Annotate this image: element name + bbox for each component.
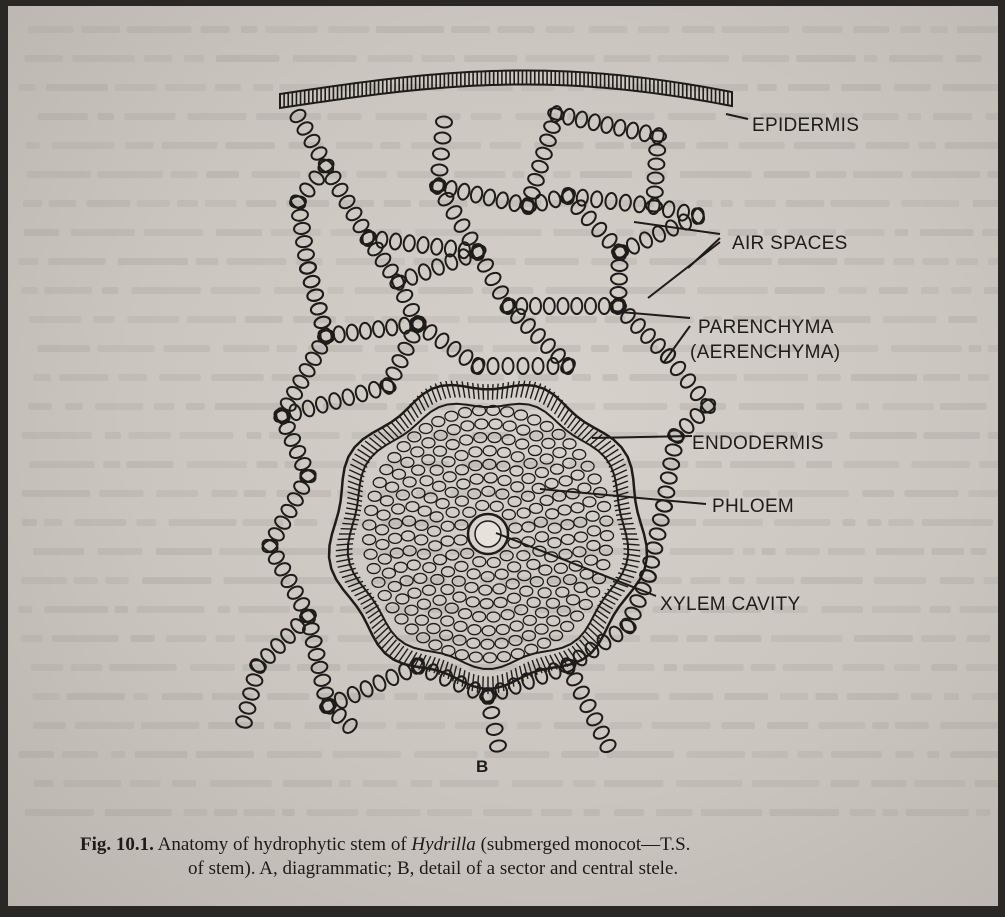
label-endodermis: ENDODERMIS [692, 433, 824, 454]
label-air-spaces: AIR SPACES [732, 233, 848, 254]
central-stele [329, 381, 647, 694]
label-xylem-cavity: XYLEM CAVITY [660, 594, 801, 615]
label-parenchyma: PARENCHYMA [698, 317, 834, 338]
figure-caption: Fig. 10.1. Anatomy of hydrophytic stem o… [80, 833, 960, 881]
caption-text-b: (submerged monocot—T.S. [476, 834, 691, 855]
epidermis-layer [280, 70, 732, 108]
caption-text-a: Anatomy of hydrophytic stem of [154, 834, 412, 855]
panel-letter: B [476, 757, 488, 776]
label-phloem: PHLOEM [712, 496, 794, 517]
parenchyma-cell-chains [235, 105, 718, 754]
parenchyma-leader-1 [620, 312, 690, 318]
caption-line-2: of stem). A, diagrammatic; B, detail of … [80, 857, 960, 881]
air-spaces-leader-3 [648, 242, 720, 298]
phloem-leader [540, 489, 706, 504]
parenchyma-leader-2 [664, 326, 690, 362]
epidermis-leader [726, 114, 748, 119]
book-page: EPIDERMIS AIR SPACES PARENCHYMA (AERENCH… [8, 6, 998, 906]
hydrilla-stem-diagram: EPIDERMIS AIR SPACES PARENCHYMA (AERENCH… [8, 6, 998, 906]
caption-genus: Hydrilla [411, 834, 475, 855]
caption-fig-number: Fig. 10.1. [80, 834, 154, 855]
label-epidermis: EPIDERMIS [752, 115, 859, 136]
label-aerenchyma: (AERENCHYMA) [690, 342, 840, 363]
